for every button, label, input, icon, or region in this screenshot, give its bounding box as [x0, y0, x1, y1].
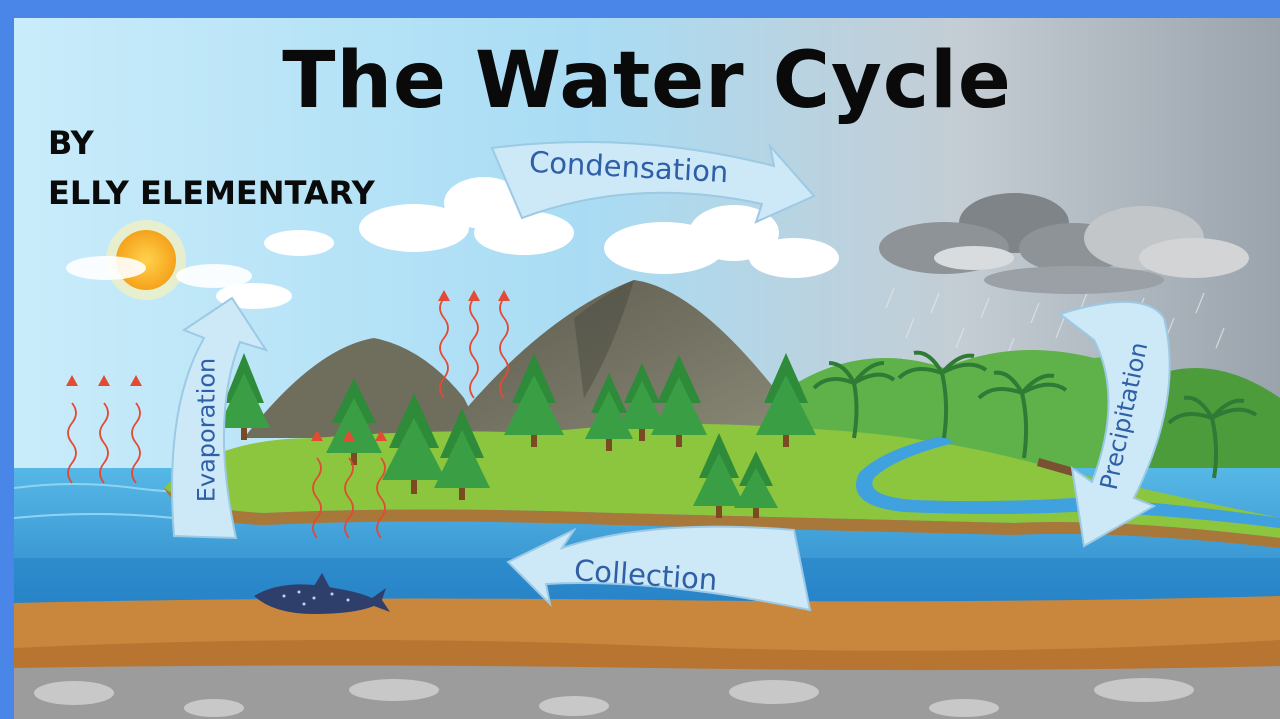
byline-by: BY — [48, 124, 94, 162]
palm-tree-icon — [812, 350, 1258, 479]
author-name: ELLY ELEMENTARY — [48, 174, 375, 212]
whale-shark-icon — [254, 573, 390, 614]
log-icon — [1037, 458, 1074, 476]
evaporation-label: Evaporation — [192, 357, 221, 503]
evaporation-arrow — [171, 296, 269, 540]
condensation-arrow — [490, 141, 816, 224]
tree-icon — [218, 353, 816, 518]
heat-wave-icon — [67, 297, 509, 539]
water-cycle-scene: The Water Cycle BY ELLY ELEMENTARY Conde… — [14, 18, 1280, 719]
cloud-icon — [264, 177, 839, 278]
precipitation-arrow — [1057, 300, 1171, 548]
rain-cloud-icon — [879, 193, 1249, 294]
scene-illustration — [14, 18, 1280, 719]
collection-arrow — [506, 525, 812, 612]
slide-title: The Water Cycle — [282, 36, 1012, 126]
